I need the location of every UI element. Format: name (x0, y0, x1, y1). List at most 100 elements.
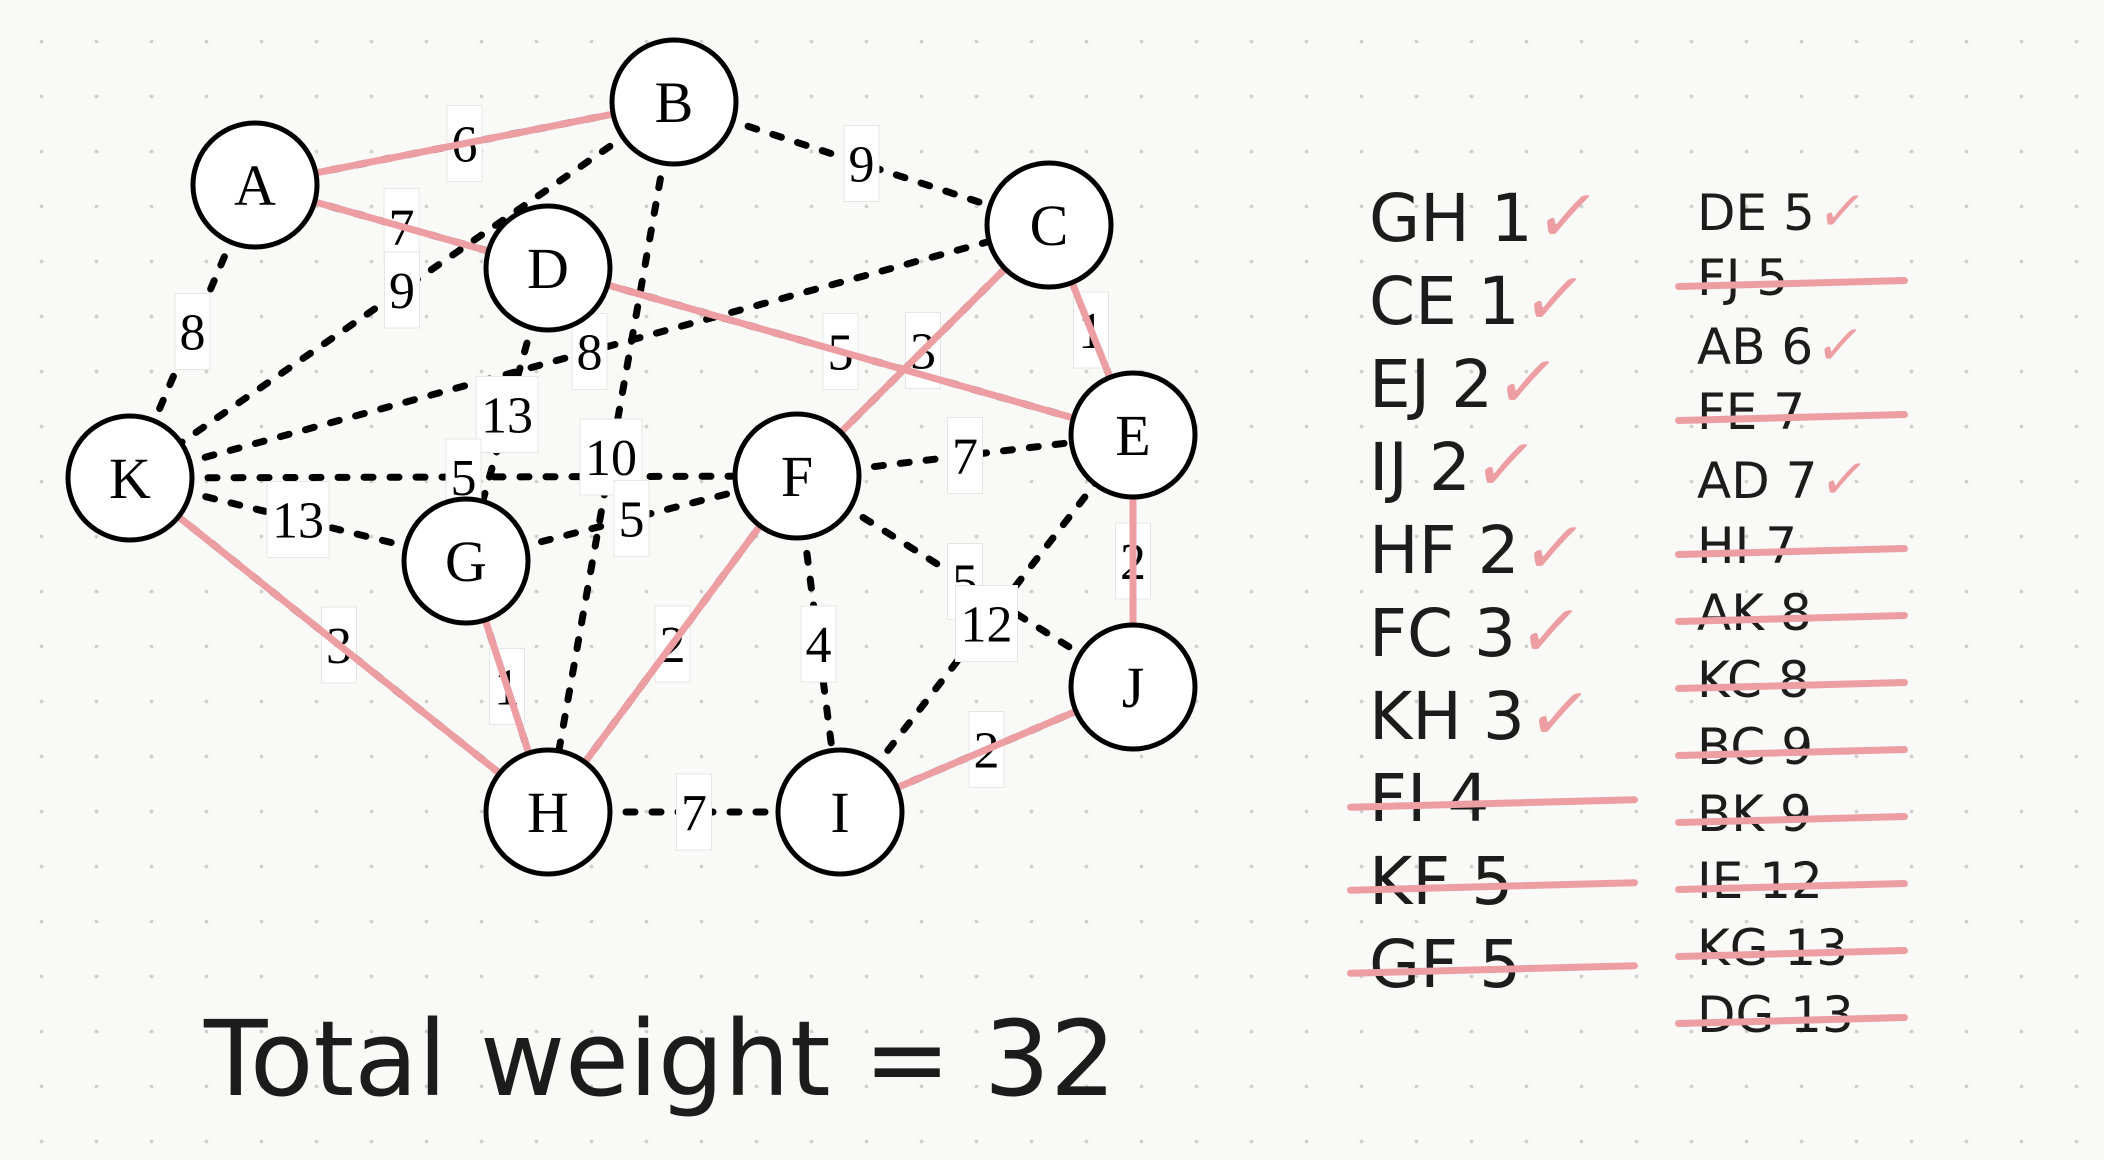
node-circle (483, 747, 613, 877)
edge-weight-text: 4 (806, 617, 832, 674)
edge-list-item: KC 8 (1697, 647, 1868, 714)
edge-BK (126, 98, 678, 482)
edge-list-item: DG 13 (1697, 982, 1868, 1049)
node-G: G (401, 496, 531, 626)
node-label: C (1030, 193, 1069, 258)
checkmark-icon: ✓ (1529, 175, 1606, 259)
edge-weight-text: 5 (619, 492, 645, 549)
edge-weight-IE: 12 (955, 585, 1018, 662)
edge-weight-FI: 4 (800, 605, 837, 683)
node-H: H (483, 747, 613, 877)
edge-weight-text: 9 (849, 137, 875, 194)
edge-list-item: AD 7✓ (1697, 446, 1873, 513)
edge-weight-text: 9 (389, 263, 415, 320)
edge-list-item: AB 6✓ (1697, 312, 1869, 379)
node-label: F (781, 444, 813, 509)
edge-list-item: IJ 2✓ (1369, 424, 1598, 508)
edge-list-item-text: FE 7 (1697, 383, 1806, 441)
edge-list-item-text: AK 8 (1697, 584, 1812, 642)
node-circle (65, 413, 195, 543)
edge-list-item: BC 9 (1697, 714, 1868, 781)
edge-weight-text: 10 (585, 430, 637, 487)
mst-highlight-layer (171, 109, 1137, 793)
edge-list-item-text: FI 4 (1369, 760, 1490, 837)
edge-weight-DG: 13 (475, 376, 539, 453)
checkmark-icon: ✓ (1813, 179, 1871, 243)
edge-weight-box (843, 125, 880, 202)
node-circle (775, 747, 905, 877)
edge-weight-box (174, 293, 211, 370)
mst-edge-AD (307, 197, 496, 256)
node-J: J (1068, 622, 1198, 752)
edge-list-item: GH 1✓ (1369, 175, 1605, 259)
node-circle (1068, 622, 1198, 752)
edge-list-item-text: KH 3 (1369, 678, 1525, 755)
edge-list-item-text: KF 5 (1369, 843, 1514, 920)
mst-edge-DE (600, 280, 1081, 423)
edge-weight-GF: 5 (613, 480, 650, 557)
checkmark-icon: ✓ (1815, 447, 1874, 511)
edge-KF (126, 472, 801, 482)
node-circle (609, 37, 739, 167)
node-B: B (609, 37, 739, 167)
edge-weight-FE: 7 (947, 417, 983, 494)
edge-list-item: KH 3✓ (1369, 673, 1598, 757)
edge-weight-text: 13 (481, 388, 533, 445)
edge-list-item-text: FC 3 (1369, 595, 1517, 672)
edge-list-item: BK 9 (1697, 781, 1868, 848)
checkmark-icon: ✓ (1467, 424, 1544, 508)
mst-edge-IJ (889, 706, 1084, 793)
edge-list-item-text: KC 8 (1697, 651, 1810, 709)
mst-edge-FC (834, 262, 1012, 439)
edge-weight-box (475, 376, 539, 453)
edge-list-item-text: DG 13 (1697, 986, 1854, 1044)
node-E: E (1068, 370, 1198, 500)
edge-list-item-text: CE 1 (1369, 263, 1520, 340)
edge-list-item-text: GH 1 (1369, 180, 1533, 257)
node-label: E (1115, 403, 1150, 468)
edge-list-item-text: HI 7 (1697, 517, 1798, 575)
edge-list-item: IE 12 (1697, 848, 1868, 915)
edge-weight-AK: 8 (174, 293, 211, 370)
edge-list-item-text: HF 2 (1369, 512, 1520, 589)
node-D: D (483, 203, 613, 333)
edge-weight-text: 8 (577, 325, 603, 382)
edge-weight-box (800, 605, 837, 683)
edge-weight-text: 12 (961, 597, 1013, 654)
node-label: B (655, 70, 694, 135)
edge-list-item-text: GF 5 (1369, 926, 1522, 1003)
node-circle (190, 120, 320, 250)
edge-weight-box (955, 585, 1018, 662)
edge-weight-box (613, 480, 650, 557)
edge-list-item-text: IE 12 (1697, 852, 1823, 910)
edge-weight-BC: 9 (843, 125, 880, 202)
edge-weight-box (266, 481, 330, 558)
mst-edge-HF (579, 519, 766, 769)
edge-list-item: CE 1✓ (1369, 258, 1598, 342)
total-weight-text: Total weight = 32 (204, 998, 1117, 1120)
mst-edge-KH (171, 510, 507, 780)
edge-weight-box (384, 251, 420, 329)
node-label: G (445, 529, 487, 594)
checkmark-icon: ✓ (1516, 258, 1593, 342)
mst-edge-GH (480, 612, 534, 761)
edge-weight-BK: 9 (384, 251, 420, 329)
node-circle (984, 160, 1114, 290)
edge-list-item: FI 4 (1369, 757, 1598, 840)
edge-list-item-text: IJ 2 (1369, 429, 1471, 506)
edge-weight-text: 8 (180, 305, 206, 362)
edge-list-item-text: BK 9 (1697, 785, 1812, 843)
checkmark-icon: ✓ (1512, 590, 1589, 674)
edge-list-item: FJ 5 (1697, 245, 1868, 312)
node-label: D (527, 236, 569, 301)
node-label: H (527, 780, 569, 845)
node-A: A (190, 120, 320, 250)
edge-weight-text: 7 (952, 429, 978, 486)
mst-edge-CE (1067, 275, 1115, 385)
edge-list-item-text: DE 5 (1697, 184, 1815, 242)
edge-list-item: KG 13 (1697, 915, 1868, 982)
edge-list-item-text: BC 9 (1697, 718, 1814, 776)
edge-list-item-text: AB 6 (1697, 318, 1814, 376)
